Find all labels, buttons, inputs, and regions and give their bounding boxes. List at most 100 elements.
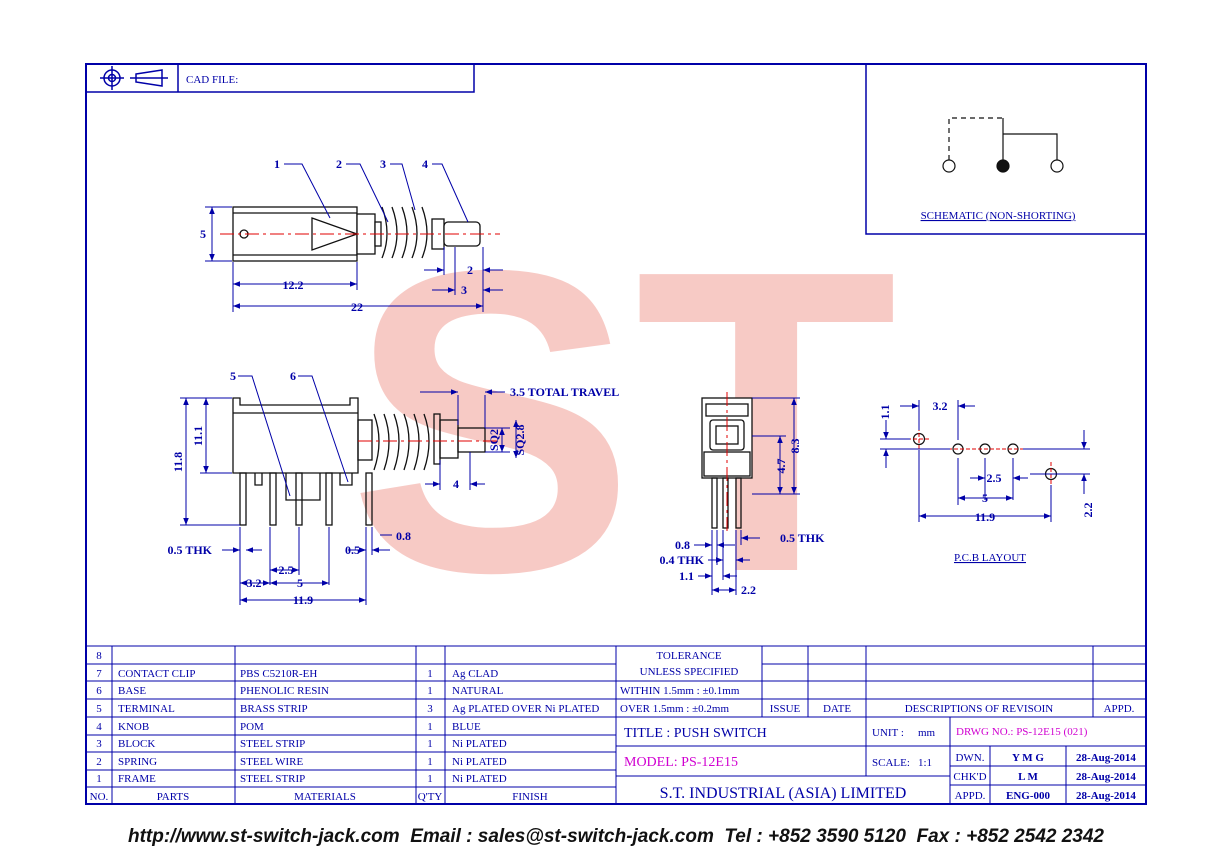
dim-side-0-8: 0.8 [675, 538, 690, 552]
dim-0-5: 0.5 [345, 543, 360, 557]
dim-12-2: 12.2 [283, 278, 304, 292]
dim-0-5-thk: 0.5 THK [168, 543, 213, 557]
svg-text:1: 1 [96, 773, 102, 785]
contact-open-left-icon [942, 159, 956, 173]
tolerance-title: TOLERANCE [656, 650, 721, 662]
svg-text:Ag PLATED OVER Ni PLATED: Ag PLATED OVER Ni PLATED [452, 703, 599, 715]
unit-value: mm [918, 727, 936, 739]
dim-11-1: 11.1 [191, 426, 205, 446]
dim-sq2: SQ2 [487, 429, 501, 451]
svg-text:Q'TY: Q'TY [418, 791, 443, 803]
bom-row: 6 BASE PHENOLIC RESIN 1 NATURAL [96, 685, 503, 697]
dim-0-8: 0.8 [396, 529, 411, 543]
svg-text:Ni PLATED: Ni PLATED [452, 773, 507, 785]
contact-open-right-icon [1050, 159, 1064, 173]
callout-5: 5 [230, 369, 236, 383]
svg-text:6: 6 [96, 685, 102, 697]
model-number: MODEL: PS-12E15 [624, 755, 738, 770]
top-view-labels: 1 2 3 4 5 12.2 22 2 3 [200, 157, 473, 314]
watermark-st: ST [348, 182, 897, 662]
svg-text:BRASS STRIP: BRASS STRIP [240, 703, 308, 715]
callout-4: 4 [422, 157, 428, 171]
svg-text:POM: POM [240, 721, 264, 733]
pcb-labels: 1.1 3.2 2.5 5 11.9 2.2 P.C.B LAYOUT [878, 399, 1095, 564]
svg-text:2: 2 [96, 756, 102, 768]
approved-by: ENG-000 [1006, 790, 1051, 802]
watermark-text: ST [348, 182, 897, 662]
scale-label: SCALE: [872, 757, 910, 769]
svg-text:MATERIALS: MATERIALS [294, 791, 356, 803]
revision-date-header: DATE [823, 703, 851, 715]
dim-width-5: 5 [200, 227, 206, 241]
svg-text:PBS C5210R-EH: PBS C5210R-EH [240, 668, 317, 680]
svg-text:NATURAL: NATURAL [452, 685, 504, 697]
contact-common-icon [996, 159, 1010, 173]
bom-row: 5 TERMINAL BRASS STRIP 3 Ag PLATED OVER … [96, 703, 599, 715]
bom-rows: 8 7 CONTACT CLIP PBS C5210R-EH 1 Ag CLAD… [90, 650, 600, 803]
front-view-labels: 5 6 11.8 11.1 3.5 TOTAL TRAVEL SQ2 SQ2.8… [168, 369, 620, 607]
checked-label: CHK'D [953, 771, 986, 783]
svg-text:STEEL STRIP: STEEL STRIP [240, 773, 305, 785]
bom-row: 4 KNOB POM 1 BLUE [96, 721, 481, 733]
schematic-section: SCHEMATIC (NON-SHORTING) [865, 63, 1147, 235]
svg-text:1: 1 [427, 773, 433, 785]
contact-footer: http://www.st-switch-jack.com Email : sa… [127, 826, 1104, 847]
revision-appd-header: APPD. [1104, 703, 1135, 715]
pcb-dim-2-5: 2.5 [987, 471, 1002, 485]
checked-date: 28-Aug-2014 [1076, 771, 1136, 783]
svg-text:Ni PLATED: Ni PLATED [452, 756, 507, 768]
callout-6: 6 [290, 369, 296, 383]
svg-text:FINISH: FINISH [512, 791, 548, 803]
pcb-dimensions [880, 400, 1090, 522]
dim-side-1-1: 1.1 [679, 569, 694, 583]
bom-table [85, 645, 617, 805]
unit-label: UNIT : [872, 727, 904, 739]
cad-file-label: CAD FILE: [186, 74, 238, 86]
schematic-caption: SCHEMATIC (NON-SHORTING) [921, 210, 1076, 222]
tolerance-subtitle: UNLESS SPECIFIED [640, 666, 739, 678]
svg-text:BLOCK: BLOCK [118, 738, 155, 750]
svg-text:STEEL STRIP: STEEL STRIP [240, 738, 305, 750]
callout-3: 3 [380, 157, 386, 171]
bom-row: 1 FRAME STEEL STRIP 1 Ni PLATED [96, 773, 507, 785]
top-view [220, 206, 500, 262]
svg-text:CONTACT CLIP: CONTACT CLIP [118, 668, 195, 680]
bom-row: 3 BLOCK STEEL STRIP 1 Ni PLATED [96, 738, 507, 750]
svg-text:NO.: NO. [90, 791, 109, 803]
pcb-dim-2-2: 2.2 [1081, 503, 1095, 518]
dim-11-8: 11.8 [171, 452, 185, 472]
dim-side-0-5-thk: 0.5 THK [780, 531, 825, 545]
svg-text:Ni PLATED: Ni PLATED [452, 738, 507, 750]
pcb-dim-1-1: 1.1 [878, 405, 892, 420]
svg-text:1: 1 [427, 738, 433, 750]
svg-text:3: 3 [96, 738, 102, 750]
title-block-text: TITLE : PUSH SWITCH UNIT : mm DRWG NO.: … [624, 726, 1136, 802]
front-view [232, 397, 500, 526]
bom-row: 7 CONTACT CLIP PBS C5210R-EH 1 Ag CLAD [96, 668, 498, 680]
dim-3-2: 3.2 [247, 576, 262, 590]
dim-11-9: 11.9 [293, 593, 313, 607]
dim-5: 5 [297, 576, 303, 590]
svg-text:BLUE: BLUE [452, 721, 481, 733]
svg-text:8: 8 [96, 650, 102, 662]
approved-label: APPD. [955, 790, 986, 802]
svg-text:KNOB: KNOB [118, 721, 149, 733]
svg-text:3: 3 [427, 703, 433, 715]
dim-22: 22 [351, 300, 363, 314]
side-view-dimensions [694, 397, 800, 595]
svg-text:1: 1 [427, 721, 433, 733]
cad-header: CAD FILE: [85, 63, 475, 93]
front-view-dimensions [180, 375, 519, 605]
dim-2-5: 2.5 [279, 563, 294, 577]
dim-total-travel: 3.5 TOTAL TRAVEL [510, 385, 619, 399]
svg-text:1: 1 [427, 685, 433, 697]
svg-text:1: 1 [427, 668, 433, 680]
dim-4: 4 [453, 477, 459, 491]
drawn-label: DWN. [955, 752, 984, 764]
side-view-labels: 8.3 4.7 0.8 0.4 THK 1.1 2.2 0.5 THK [660, 439, 826, 598]
svg-text:5: 5 [96, 703, 102, 715]
tolerance-text: TOLERANCE UNLESS SPECIFIED WITHIN 1.5mm … [620, 650, 1135, 715]
bom-header-row: NO. PARTS MATERIALS Q'TY FINISH [90, 791, 548, 803]
company-name: S.T. INDUSTRIAL (ASIA) LIMITED [660, 785, 907, 802]
